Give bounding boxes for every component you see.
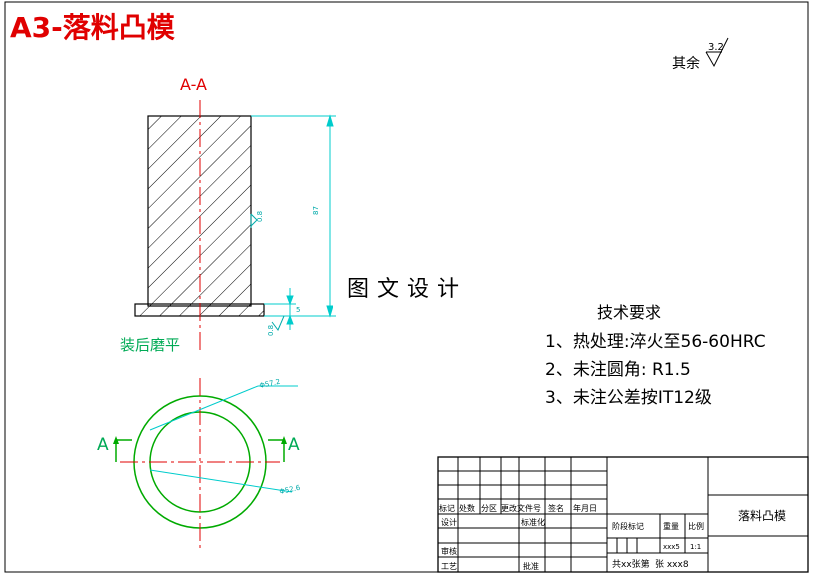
tb-approve: 批准 bbox=[523, 561, 539, 571]
dia-outer-text: Φ57.2 bbox=[259, 378, 281, 390]
tb-scale: 比例 bbox=[688, 521, 704, 531]
tech-item-2: 2、未注圆角: R1.5 bbox=[545, 360, 691, 380]
top-view bbox=[113, 378, 298, 548]
tb-weight-value: xxx5 bbox=[663, 543, 680, 551]
tech-item-3: 3、未注公差按IT12级 bbox=[545, 388, 712, 408]
note-grind: 装后磨平 bbox=[120, 336, 180, 354]
tech-item-1: 1、热处理:淬火至56-60HRC bbox=[545, 332, 766, 352]
roughness-symbol-icon bbox=[705, 37, 729, 68]
tb-label-sign: 签名 bbox=[548, 503, 564, 513]
tb-scale-value: 1:1 bbox=[690, 543, 701, 551]
tech-heading: 技术要求 bbox=[597, 303, 661, 322]
flange-dim-text: 5 bbox=[296, 306, 300, 314]
side-roughness-text: 0.8 bbox=[256, 211, 264, 222]
tb-label-date: 年月日 bbox=[573, 503, 597, 513]
bottom-roughness-symbol bbox=[271, 315, 285, 331]
section-mark-left: A bbox=[97, 435, 109, 455]
tb-design: 设计 bbox=[441, 517, 457, 527]
tb-process: 工艺 bbox=[441, 562, 457, 571]
title-block bbox=[437, 456, 809, 573]
tb-sheet-no: 张 xxx8 bbox=[655, 559, 689, 570]
tb-stage-mark: 阶段标记 bbox=[612, 521, 644, 531]
tb-label-zone: 分区 bbox=[481, 504, 497, 513]
tb-sheets: 共xx张第 bbox=[612, 558, 650, 570]
section-mark-right: A bbox=[288, 435, 300, 455]
height-dim-text: 87 bbox=[312, 206, 320, 215]
tb-weight: 重量 bbox=[663, 521, 679, 531]
bottom-roughness-text: 0.8 bbox=[267, 325, 275, 336]
section-label: A-A bbox=[180, 75, 207, 94]
tb-standardize: 标准化 bbox=[521, 517, 545, 527]
dia-inner-text: Φ52.6 bbox=[279, 484, 302, 496]
drawing-frame bbox=[4, 1, 809, 573]
flange-dimension bbox=[264, 288, 296, 330]
tb-label-count: 处数 bbox=[459, 503, 475, 513]
watermark: 图文设计 bbox=[333, 270, 481, 310]
tb-label-mark: 标记 bbox=[439, 503, 455, 513]
page-title: A3-落料凸模 bbox=[10, 11, 175, 44]
tb-part-name: 落料凸模 bbox=[738, 509, 786, 523]
other-roughness-prefix: 其余 bbox=[672, 55, 700, 72]
side-roughness-symbol bbox=[250, 213, 258, 228]
tb-review: 审核 bbox=[441, 546, 457, 556]
tb-label-change: 更改文件号 bbox=[501, 503, 541, 513]
height-dimension bbox=[251, 114, 336, 318]
other-roughness-value: 3.2 bbox=[708, 42, 724, 53]
